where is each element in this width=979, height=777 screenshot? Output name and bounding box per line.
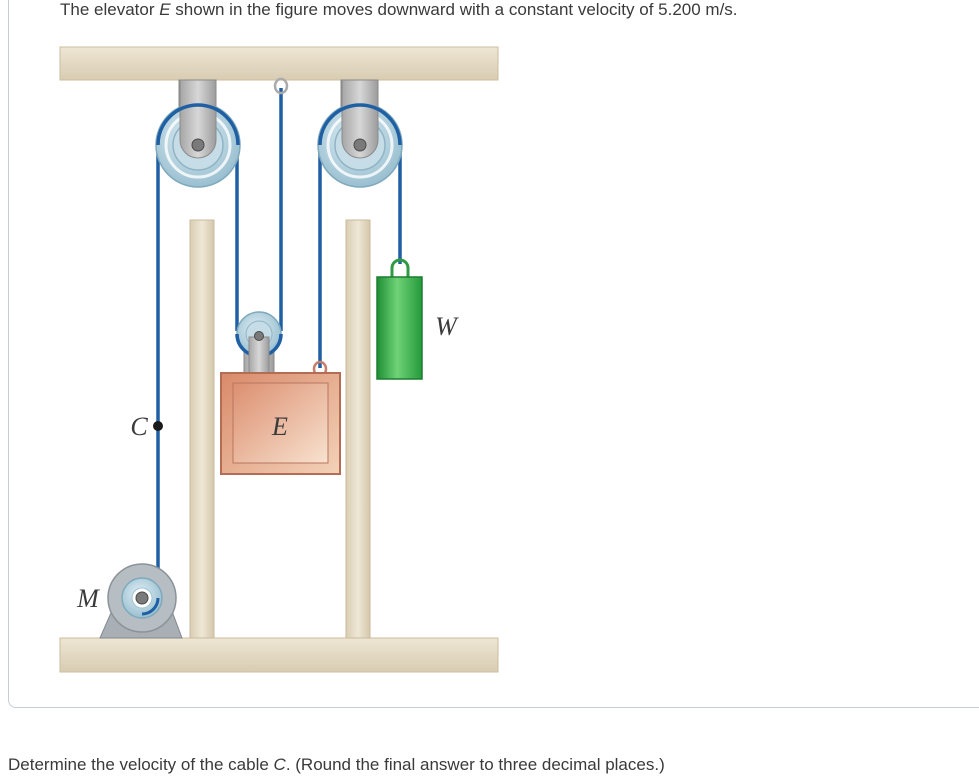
label-motor: M [76,584,100,613]
prompt-suffix: . (Round the final answer to three decim… [285,755,665,774]
label-cable-point: C [130,412,148,441]
elevator-pulley-figure: E W C M [59,46,499,673]
prompt-variable: C [273,755,286,774]
right-top-pulley [317,79,403,188]
intro-suffix: shown in the figure moves downward with … [170,0,738,19]
cable-point-c-marker [153,421,163,431]
question-prompt: Determine the velocity of the cable C. (… [8,754,665,776]
right-post [345,219,371,639]
label-elevator: E [271,412,288,441]
left-post [189,219,215,639]
motor [99,563,183,639]
intro-variable: E [159,0,171,19]
counterweight: W [376,258,459,380]
cables [156,88,402,598]
top-anchor [273,77,289,95]
left-top-pulley [155,79,241,188]
label-counterweight: W [435,312,459,341]
intro-prefix: The elevator [60,0,160,19]
elevator-pulley [235,311,283,375]
prompt-prefix: Determine the velocity of the cable [8,755,274,774]
top-beam [59,46,499,81]
question-intro: The elevator E shown in the figure moves… [60,0,738,20]
cable-wrap-left [156,103,240,146]
elevator-car: E [220,360,341,475]
cable-wrap-right [318,103,402,146]
bottom-beam [59,637,499,673]
question-card [8,0,979,708]
